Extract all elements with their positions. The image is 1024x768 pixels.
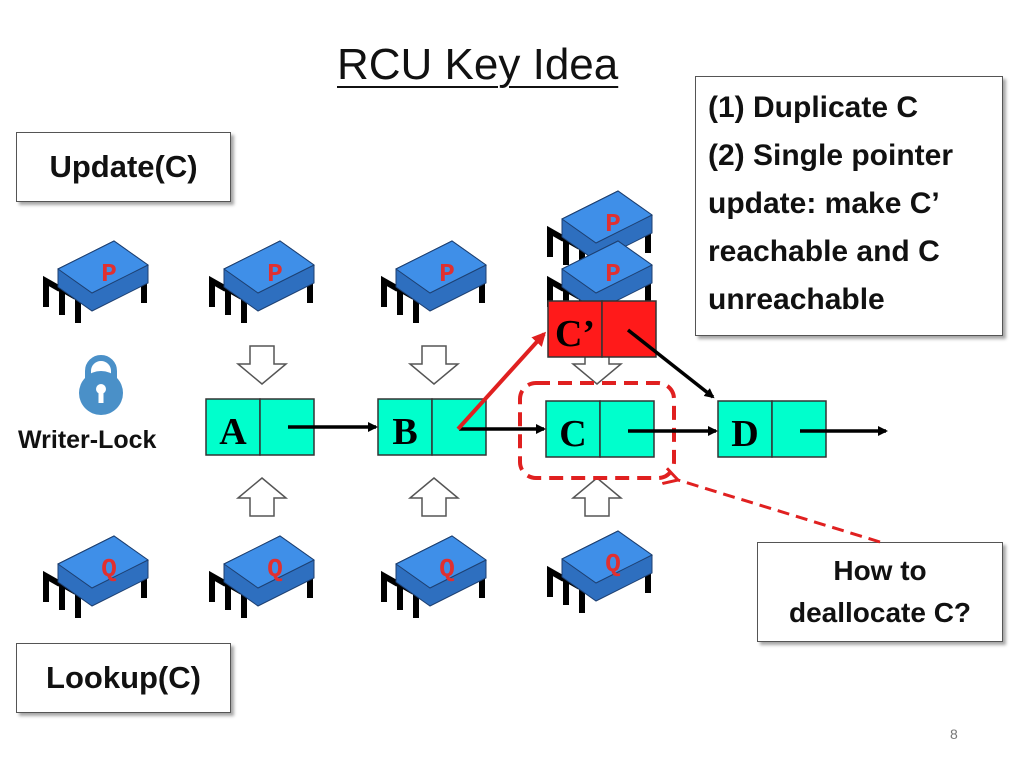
cpu-chip-icon — [46, 536, 148, 618]
padlock-icon — [79, 355, 123, 415]
cpu-p-4-back: P — [550, 191, 652, 273]
cpu-chip-icon — [384, 536, 486, 618]
cpu-q-label: Q — [605, 549, 621, 579]
note-line-2: (2) Single pointer — [708, 139, 954, 172]
cpu-q-4: Q — [550, 531, 652, 613]
pointer-b-to-cprime — [456, 331, 547, 431]
note-line-5: unreachable — [708, 283, 885, 316]
cpu-q-label: Q — [439, 554, 455, 584]
cpu-p-1: P — [46, 241, 148, 323]
dealloc-question-box: How to deallocate C? — [757, 542, 1003, 642]
cpu-p-label: P — [605, 259, 621, 289]
up-arrow-c — [572, 477, 622, 517]
cpu-q-label: Q — [101, 554, 117, 584]
cpu-p-3: P — [384, 241, 486, 323]
cpu-p-label: P — [101, 259, 117, 289]
node-c-prime-label: C’ — [555, 313, 595, 355]
up-arrow-a — [237, 477, 287, 517]
cpu-q-label: Q — [267, 554, 283, 584]
down-arrow-a — [237, 345, 287, 385]
cpu-q-1: Q — [46, 536, 148, 618]
cpu-p-label: P — [439, 259, 455, 289]
lookup-box: Lookup(C) — [16, 643, 231, 713]
cpu-p-2: P — [212, 241, 314, 323]
question-line-2: deallocate C? — [788, 597, 972, 628]
dealloc-pointer — [678, 480, 881, 544]
cpu-chip-icon — [212, 536, 314, 618]
note-line-4: reachable and C — [708, 235, 940, 268]
up-arrow-b — [409, 477, 459, 517]
update-label: Update(C) — [49, 149, 198, 184]
notes-box: (1) Duplicate C (2) Single pointer updat… — [695, 76, 1003, 336]
node-a-label: A — [219, 411, 247, 453]
cpu-p-label: P — [267, 259, 283, 289]
node-b: B — [377, 398, 487, 456]
cpu-q-3: Q — [384, 536, 486, 618]
cpu-chip-icon — [384, 241, 486, 323]
cpu-chip-icon — [46, 241, 148, 323]
slide-title: RCU Key Idea — [337, 40, 619, 89]
node-d: D — [717, 400, 827, 458]
writer-lock-label: Writer-Lock — [18, 426, 157, 454]
node-c-prime: C’ — [547, 300, 657, 358]
cpu-chip-icon — [212, 241, 314, 323]
note-line-3: update: make C’ — [708, 187, 940, 220]
cpu-p-label: P — [605, 209, 621, 239]
lookup-label: Lookup(C) — [46, 660, 201, 695]
pointer-cprime-to-d — [626, 328, 715, 399]
cpu-p-4-front: P — [550, 241, 652, 323]
node-c-label: C — [559, 413, 586, 455]
down-arrow-b — [409, 345, 459, 385]
node-b-label: B — [392, 411, 417, 453]
page-number: 8 — [950, 726, 958, 742]
cpu-chip-icon — [550, 531, 652, 613]
cpu-q-2: Q — [212, 536, 314, 618]
note-line-1: (1) Duplicate C — [708, 91, 919, 124]
question-line-1: How to — [833, 555, 927, 586]
node-d-label: D — [731, 413, 758, 455]
update-box: Update(C) — [16, 132, 231, 202]
node-c: C — [545, 400, 655, 458]
